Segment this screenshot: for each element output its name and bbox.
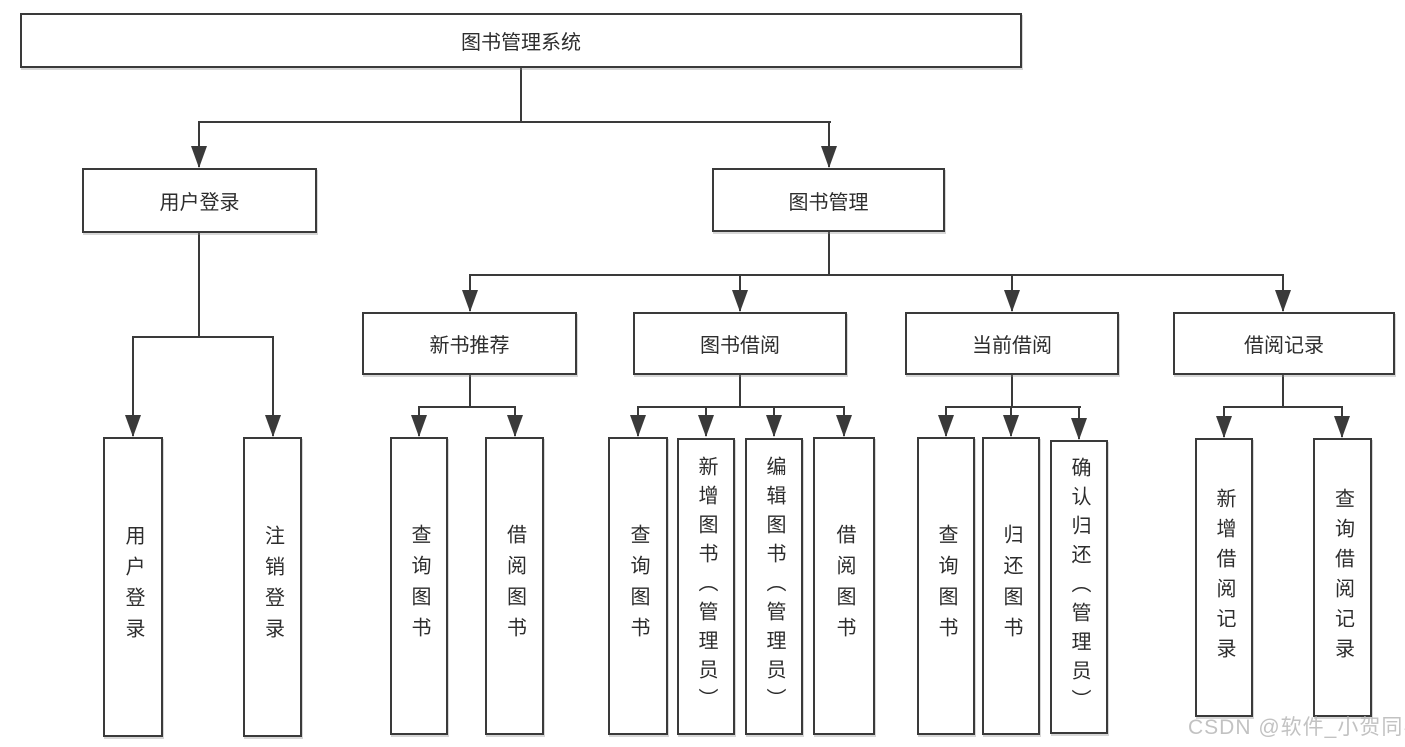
leaf-query-borrow-record: 查询借阅记录 xyxy=(1313,438,1372,717)
edge-root-rail xyxy=(198,121,831,123)
node-label: 查询借阅记录 xyxy=(1331,487,1354,668)
edge-borrow-records-rail xyxy=(1223,406,1343,408)
leaf-user-login: 用户登录 xyxy=(103,437,163,737)
leaf-confirm-return-admin: 确认归还（管理员） xyxy=(1050,440,1108,734)
arrow-to-add-borrow-record xyxy=(1223,406,1225,437)
edge-user-login-rail xyxy=(132,336,274,338)
edge-book-borrow-rail xyxy=(637,406,845,408)
node-label: 图书管理 xyxy=(788,191,869,214)
node-label: 编辑图书（管理员） xyxy=(763,456,785,717)
leaf-query-books-3: 查询图书 xyxy=(917,437,975,735)
leaf-edit-books-admin: 编辑图书（管理员） xyxy=(745,438,803,735)
node-borrow-records: 借阅记录 xyxy=(1173,312,1395,375)
edge-book-management-stem xyxy=(828,232,830,274)
leaf-borrow-books-2: 借阅图书 xyxy=(813,437,875,735)
arrow-to-query-borrow-record xyxy=(1341,406,1343,437)
arrow-to-confirm-return xyxy=(1078,406,1080,439)
node-label: 借阅记录 xyxy=(1244,335,1324,357)
arrow-to-return-books xyxy=(1010,406,1012,436)
leaf-query-books-1: 查询图书 xyxy=(390,437,448,735)
node-user-login: 用户登录 xyxy=(82,168,317,233)
node-label: 确认归还（管理员） xyxy=(1068,456,1090,718)
node-label: 新书推荐 xyxy=(429,335,510,357)
leaf-add-books-admin: 新增图书（管理员） xyxy=(677,438,735,735)
edge-borrow-records-stem xyxy=(1282,375,1284,406)
node-label: 借阅图书 xyxy=(503,524,526,648)
leaf-borrow-books-1: 借阅图书 xyxy=(485,437,544,735)
csdn-watermark: CSDN @软件_小贺同学 xyxy=(1188,716,1405,739)
arrow-to-add-books xyxy=(705,406,707,436)
arrow-to-query-books-3 xyxy=(945,406,947,436)
arrow-to-user-login xyxy=(198,121,200,167)
node-new-book-recommend: 新书推荐 xyxy=(362,312,577,375)
arrow-to-book-borrow xyxy=(739,274,741,311)
node-label: 图书管理系统 xyxy=(461,32,581,54)
edge-current-borrow-stem xyxy=(1011,375,1013,406)
arrow-to-borrow-books-1 xyxy=(514,406,516,436)
node-label: 新增借阅记录 xyxy=(1213,487,1235,668)
edge-new-book-rail xyxy=(418,406,516,408)
node-label: 当前借阅 xyxy=(972,335,1052,357)
arrow-to-leaf-logout xyxy=(272,336,274,436)
node-label: 借阅图书 xyxy=(833,524,855,648)
arrow-to-book-management xyxy=(828,121,830,167)
leaf-return-books: 归还图书 xyxy=(982,437,1040,735)
edge-root-trunk xyxy=(520,68,522,121)
node-label: 新增图书（管理员） xyxy=(695,456,717,717)
node-label: 注销登录 xyxy=(261,525,284,649)
node-label: 查询图书 xyxy=(627,524,649,648)
edge-book-borrow-stem xyxy=(739,375,741,406)
arrow-to-query-books-2 xyxy=(637,406,639,436)
node-label: 用户登录 xyxy=(159,192,240,214)
edge-user-login-stem xyxy=(198,233,200,336)
arrow-to-current-borrow xyxy=(1011,274,1013,311)
node-label: 用户登录 xyxy=(122,525,144,649)
leaf-add-borrow-record: 新增借阅记录 xyxy=(1195,438,1253,717)
edge-book-management-rail xyxy=(469,274,1284,276)
node-current-borrow: 当前借阅 xyxy=(905,312,1119,375)
leaf-logout-login: 注销登录 xyxy=(243,437,302,737)
node-library-management-system: 图书管理系统 xyxy=(20,13,1022,68)
node-label: 归还图书 xyxy=(1000,524,1022,648)
node-label: 查询图书 xyxy=(935,524,957,648)
arrow-to-edit-books xyxy=(773,406,775,436)
node-book-borrow: 图书借阅 xyxy=(633,312,847,375)
arrow-to-query-books-1 xyxy=(418,406,420,436)
arrow-to-borrow-books-2 xyxy=(843,406,845,436)
arrow-to-new-book-recommend xyxy=(469,274,471,311)
arrow-to-leaf-user-login xyxy=(132,336,134,436)
node-label: 查询图书 xyxy=(408,524,430,648)
node-book-management: 图书管理 xyxy=(712,168,945,232)
arrow-to-borrow-records xyxy=(1282,274,1284,311)
node-label: 图书借阅 xyxy=(700,335,780,357)
edge-new-book-stem xyxy=(469,375,471,406)
leaf-query-books-2: 查询图书 xyxy=(608,437,668,735)
edge-current-borrow-rail xyxy=(945,406,1081,408)
